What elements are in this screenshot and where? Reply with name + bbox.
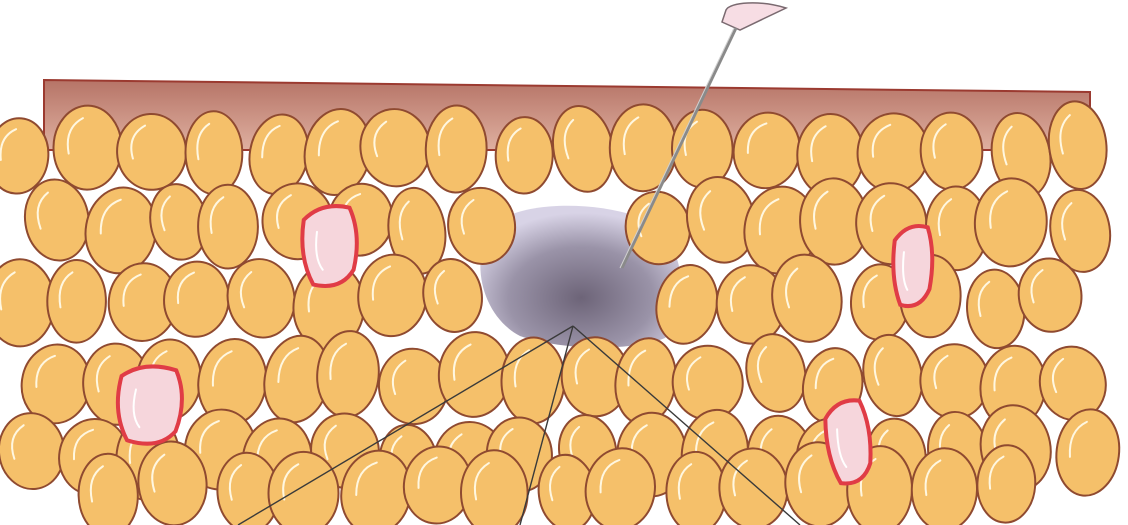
tissue-cell [670, 343, 746, 422]
syringe-tip [722, 3, 786, 30]
tissue-cell [198, 185, 258, 269]
tissue-cell [161, 259, 232, 340]
tissue-cell [437, 330, 512, 419]
tissue-cell [856, 330, 929, 422]
tissue-cell [425, 105, 488, 193]
tissue-cell [964, 267, 1027, 350]
tissue-cell [269, 452, 339, 525]
tissue-cell [53, 105, 122, 190]
special-cell [299, 204, 360, 288]
tissue-cell [495, 116, 554, 194]
special-cell [890, 224, 935, 307]
tissue-cell [609, 104, 676, 191]
tissue-cell [47, 260, 106, 343]
tissue-cell [1051, 406, 1124, 500]
tissue-cell [918, 342, 991, 421]
tissue-cell [185, 111, 243, 195]
